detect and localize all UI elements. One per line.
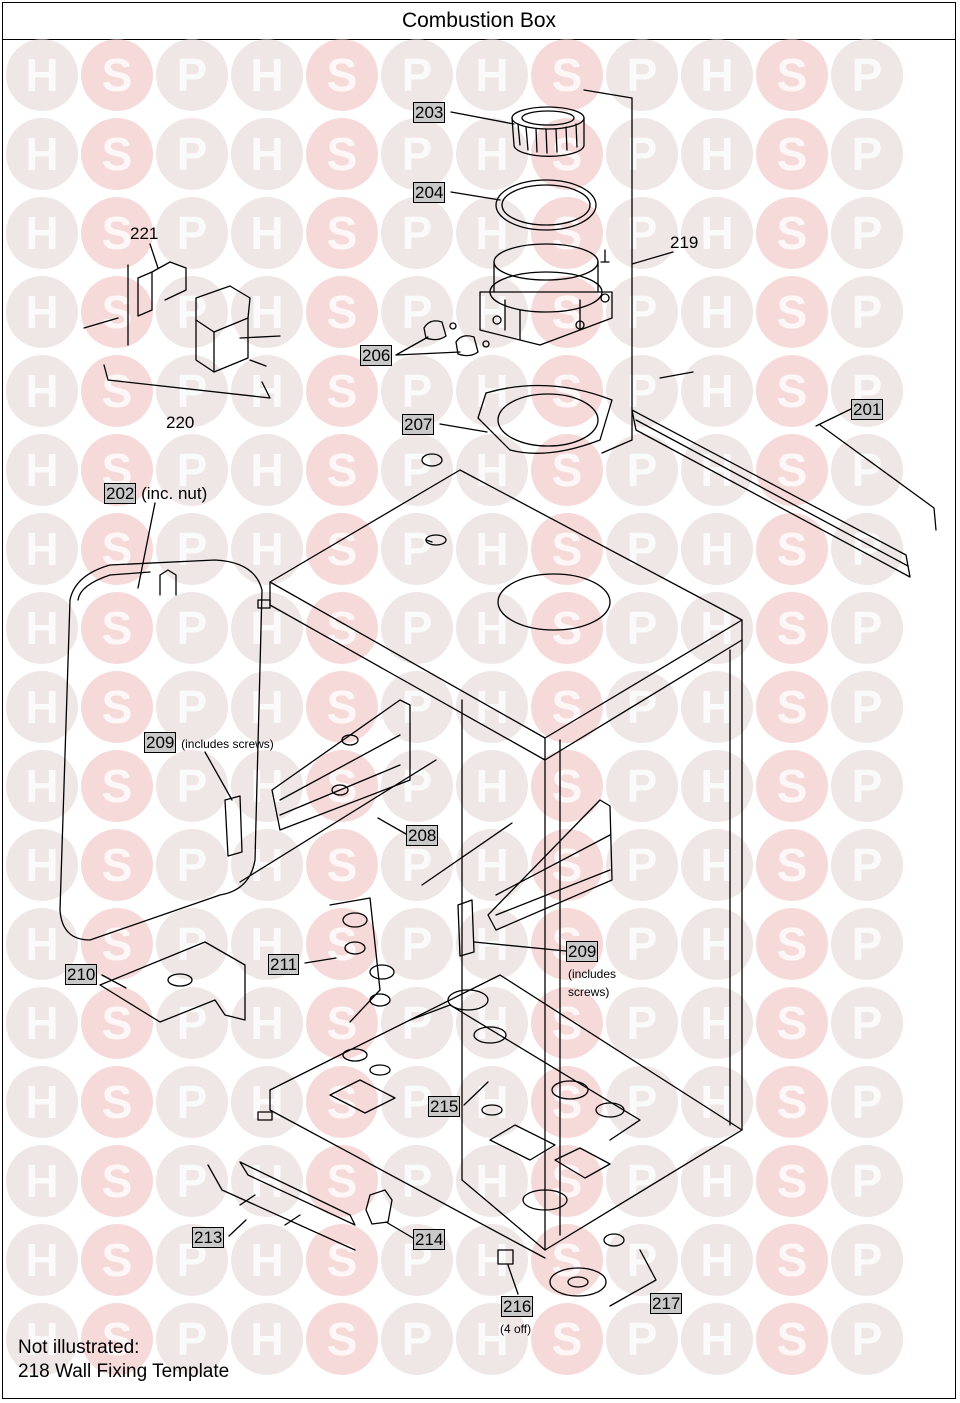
callout-216-note: (4 off) xyxy=(500,1322,532,1336)
callout-219: 219 xyxy=(670,233,699,252)
part-201-bar xyxy=(631,371,937,578)
combustion-casing xyxy=(257,453,743,1259)
part-216-foot xyxy=(497,1249,514,1265)
part-215-gasket xyxy=(409,1004,641,1141)
part-number-203: 203 xyxy=(413,102,446,123)
part-number-208: 208 xyxy=(406,825,439,846)
part-number-217: 217 xyxy=(650,1293,683,1314)
callout-202-note: (inc. nut) xyxy=(141,484,208,503)
callout-206: 206 xyxy=(360,345,393,366)
callout-208: 208 xyxy=(406,825,439,846)
leader-219-bracket xyxy=(583,89,633,454)
callout-209-left: 209 (includes screws) xyxy=(144,732,274,753)
part-number-201: 201 xyxy=(851,399,884,420)
part-number-210: 210 xyxy=(65,964,98,985)
callout-202: 202 (inc. nut) xyxy=(104,483,208,504)
callout-221: 221 xyxy=(130,224,159,243)
part-number-209-right: 209 xyxy=(566,941,599,962)
callout-215: 215 xyxy=(428,1096,461,1117)
part-202-expansion-vessel xyxy=(59,559,263,941)
part-number-207: 207 xyxy=(402,414,435,435)
note-item-218: 218 Wall Fixing Template xyxy=(18,1361,230,1382)
callout-210: 210 xyxy=(65,964,98,985)
part-220-221-assembly xyxy=(83,261,281,399)
note-heading: Not illustrated: xyxy=(18,1337,140,1358)
part-210-plate xyxy=(99,941,246,1023)
part-208-bracket-left xyxy=(239,699,437,883)
part-213-strip xyxy=(207,1161,356,1251)
callout-209-right-note-2: screws) xyxy=(568,985,610,999)
callout-209-right: 209 xyxy=(566,941,599,962)
part-208-bracket-right xyxy=(421,799,613,931)
part-number-215: 215 xyxy=(428,1096,461,1117)
part-217-seal xyxy=(549,1233,657,1307)
part-211-grommets xyxy=(329,897,395,1023)
part-214-grommet xyxy=(365,1189,393,1225)
part-number-216: 216 xyxy=(501,1296,534,1317)
callout-214: 214 xyxy=(413,1229,446,1250)
callout-217: 217 xyxy=(650,1293,683,1314)
callout-209-right-note-1: (includes xyxy=(568,967,617,981)
not-illustrated-note: Not illustrated: 218 Wall Fixing Templat… xyxy=(18,1336,229,1384)
part-number-209-left: 209 xyxy=(144,732,177,753)
part-206-test-plugs xyxy=(423,320,490,357)
part-number-206: 206 xyxy=(360,345,393,366)
part-209-clip-right xyxy=(457,899,475,957)
leader-lines xyxy=(101,111,852,1295)
part-number-214: 214 xyxy=(413,1229,446,1250)
callout-213: 213 xyxy=(192,1227,225,1248)
callout-203: 203 xyxy=(413,102,446,123)
part-219-flue-adaptor xyxy=(479,243,613,346)
part-number-213: 213 xyxy=(192,1227,225,1248)
part-209-clip-left xyxy=(224,795,243,857)
part-number-211: 211 xyxy=(268,954,300,975)
part-203-flue-nut xyxy=(511,106,585,157)
callout-207: 207 xyxy=(402,414,435,435)
part-204-seal-ring xyxy=(495,179,597,231)
callout-216: 216 xyxy=(501,1296,534,1317)
part-number-204: 204 xyxy=(413,182,446,203)
callout-211: 211 xyxy=(268,954,300,975)
part-number-202: 202 xyxy=(104,483,137,504)
callout-201: 201 xyxy=(851,399,884,420)
callout-209-left-note: (includes screws) xyxy=(181,737,274,751)
part-207-gasket xyxy=(477,384,613,454)
callout-204: 204 xyxy=(413,182,446,203)
callout-220: 220 xyxy=(166,413,195,432)
